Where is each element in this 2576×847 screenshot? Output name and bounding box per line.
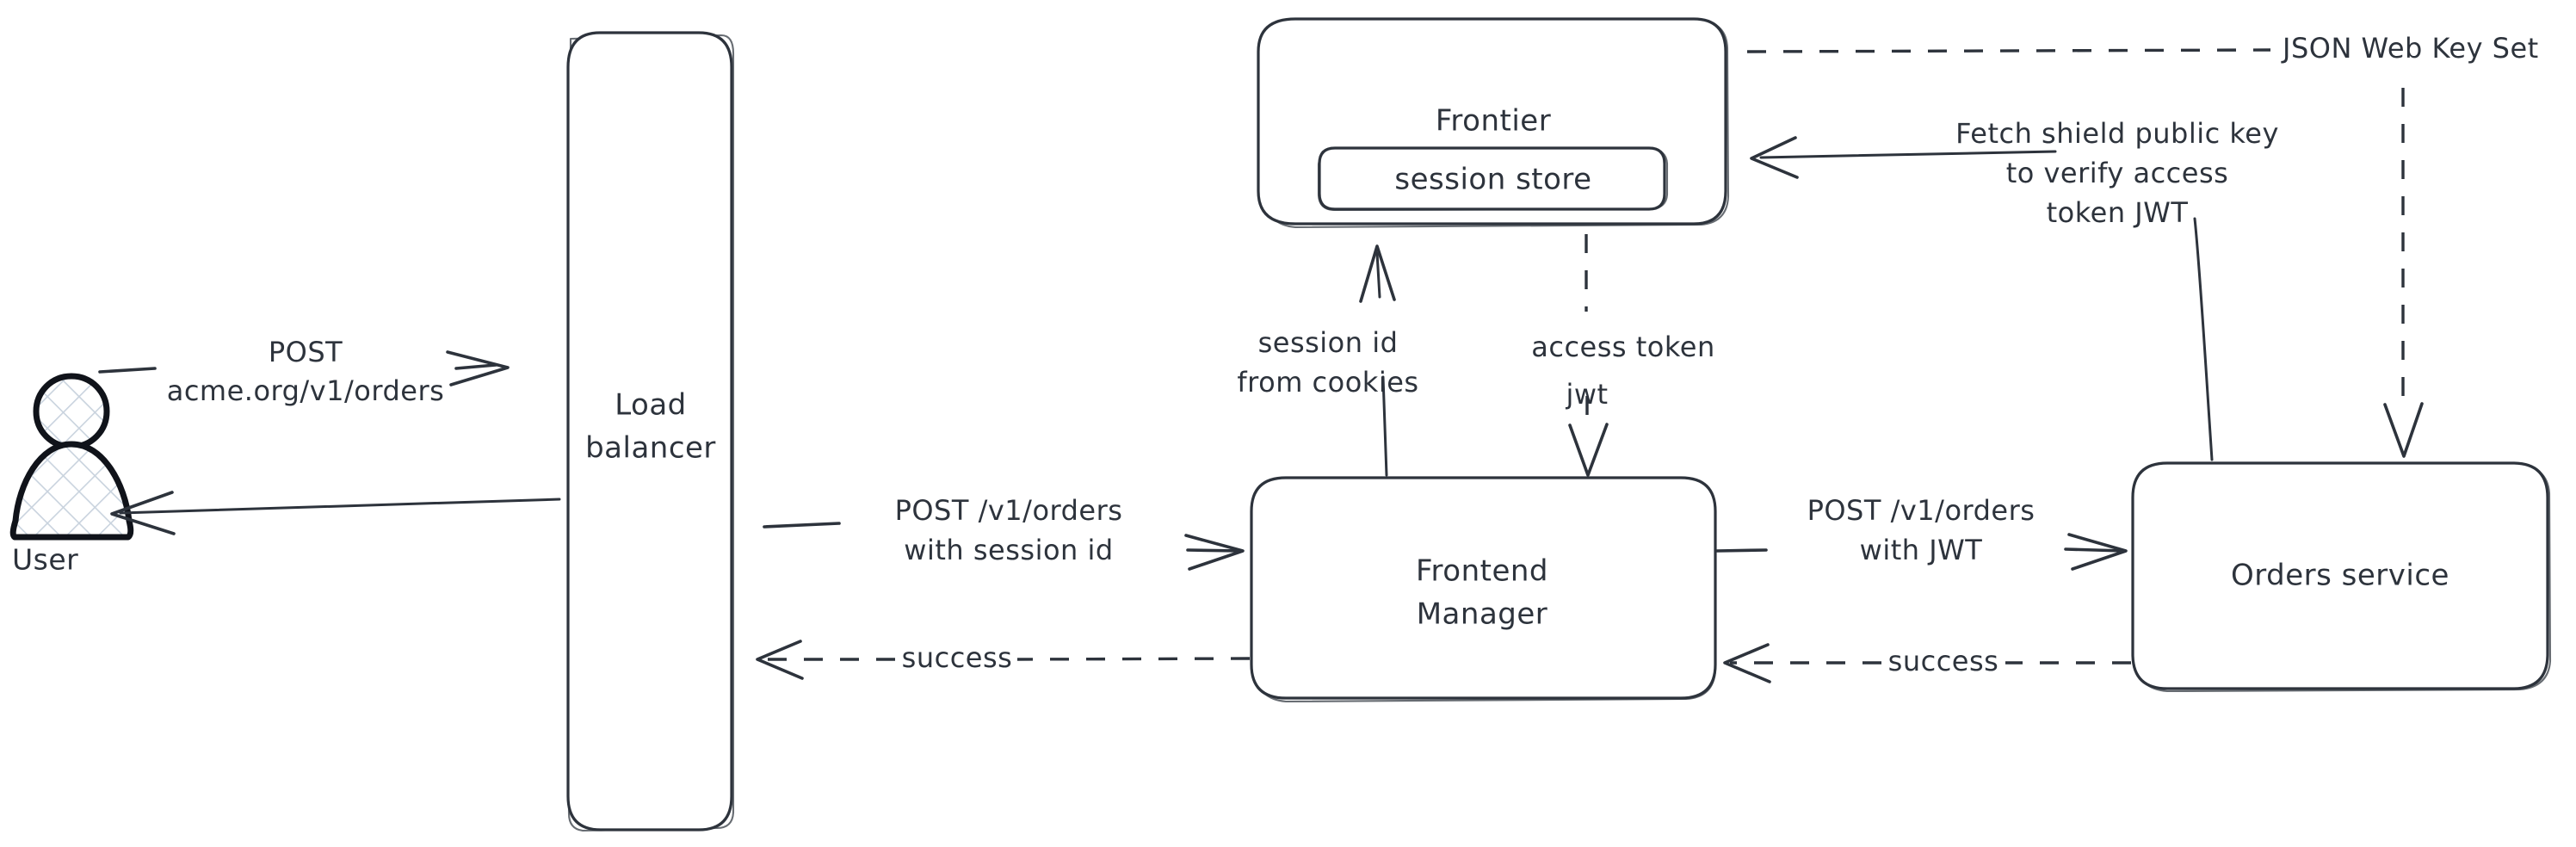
edge-user-to-load-balancer	[98, 350, 510, 386]
edge-lb-to-frontend-manager	[763, 522, 1245, 571]
edge-fm-orders-label-line2: with JWT	[1860, 534, 1983, 566]
edge-orders-frontier-label-line2: to verify access	[2006, 157, 2229, 189]
edge-frontier-fm-label-line1: access token	[1531, 331, 1714, 363]
edge-fm-lb-success-label: success	[902, 641, 1013, 674]
edge-fm-frontier-label-line2: from cookies	[1237, 366, 1418, 399]
node-load-balancer[interactable]	[566, 31, 735, 832]
frontend-manager-label-line1: Frontend	[1416, 554, 1548, 589]
edge-frontier-to-frontend-manager	[1568, 234, 1609, 477]
edge-json-web-key-set	[1746, 48, 2424, 458]
edge-user-lb-label-line2: acme.org/v1/orders	[167, 374, 445, 407]
session-store-label: session store	[1394, 163, 1591, 197]
load-balancer-label-line1: Load	[615, 388, 687, 423]
load-balancer-label-line2: balancer	[585, 431, 716, 466]
edge-orders-to-frontier-fetch-key	[1750, 136, 2214, 461]
edge-orders-to-frontend-manager-success	[1723, 643, 2131, 683]
user-person-icon	[9, 373, 134, 541]
edge-load-balancer-to-user	[110, 491, 561, 535]
node-frontend-manager[interactable]	[1250, 476, 1717, 703]
orders-service-label: Orders service	[2231, 559, 2449, 593]
edge-frontend-manager-to-orders	[1715, 533, 2128, 571]
edge-frontend-manager-to-lb-success	[756, 640, 1251, 680]
edge-orders-fm-success-label: success	[1888, 645, 1999, 677]
edge-lb-fm-label-line1: POST /v1/orders	[895, 494, 1123, 527]
edge-user-lb-label-line1: POST	[269, 336, 343, 368]
edge-jwks-label: JSON Web Key Set	[2281, 32, 2539, 65]
user-label: User	[12, 543, 78, 577]
edge-fm-frontier-label-line1: session id	[1258, 326, 1399, 359]
frontier-label: Frontier	[1436, 104, 1551, 139]
node-orders-service[interactable]	[2131, 461, 2552, 693]
edge-orders-frontier-label-line1: Fetch shield public key	[1955, 117, 2279, 150]
edge-lb-fm-label-line2: with session id	[904, 534, 1113, 566]
edge-frontier-fm-label-line2: jwt	[1565, 378, 1608, 411]
edge-fm-orders-label-line1: POST /v1/orders	[1807, 494, 2035, 527]
edge-orders-frontier-label-line3: token JWT	[2047, 196, 2189, 229]
frontend-manager-label-line2: Manager	[1417, 597, 1548, 632]
edge-frontend-manager-to-frontier	[1359, 244, 1396, 477]
node-session-store[interactable]	[1317, 146, 1669, 212]
